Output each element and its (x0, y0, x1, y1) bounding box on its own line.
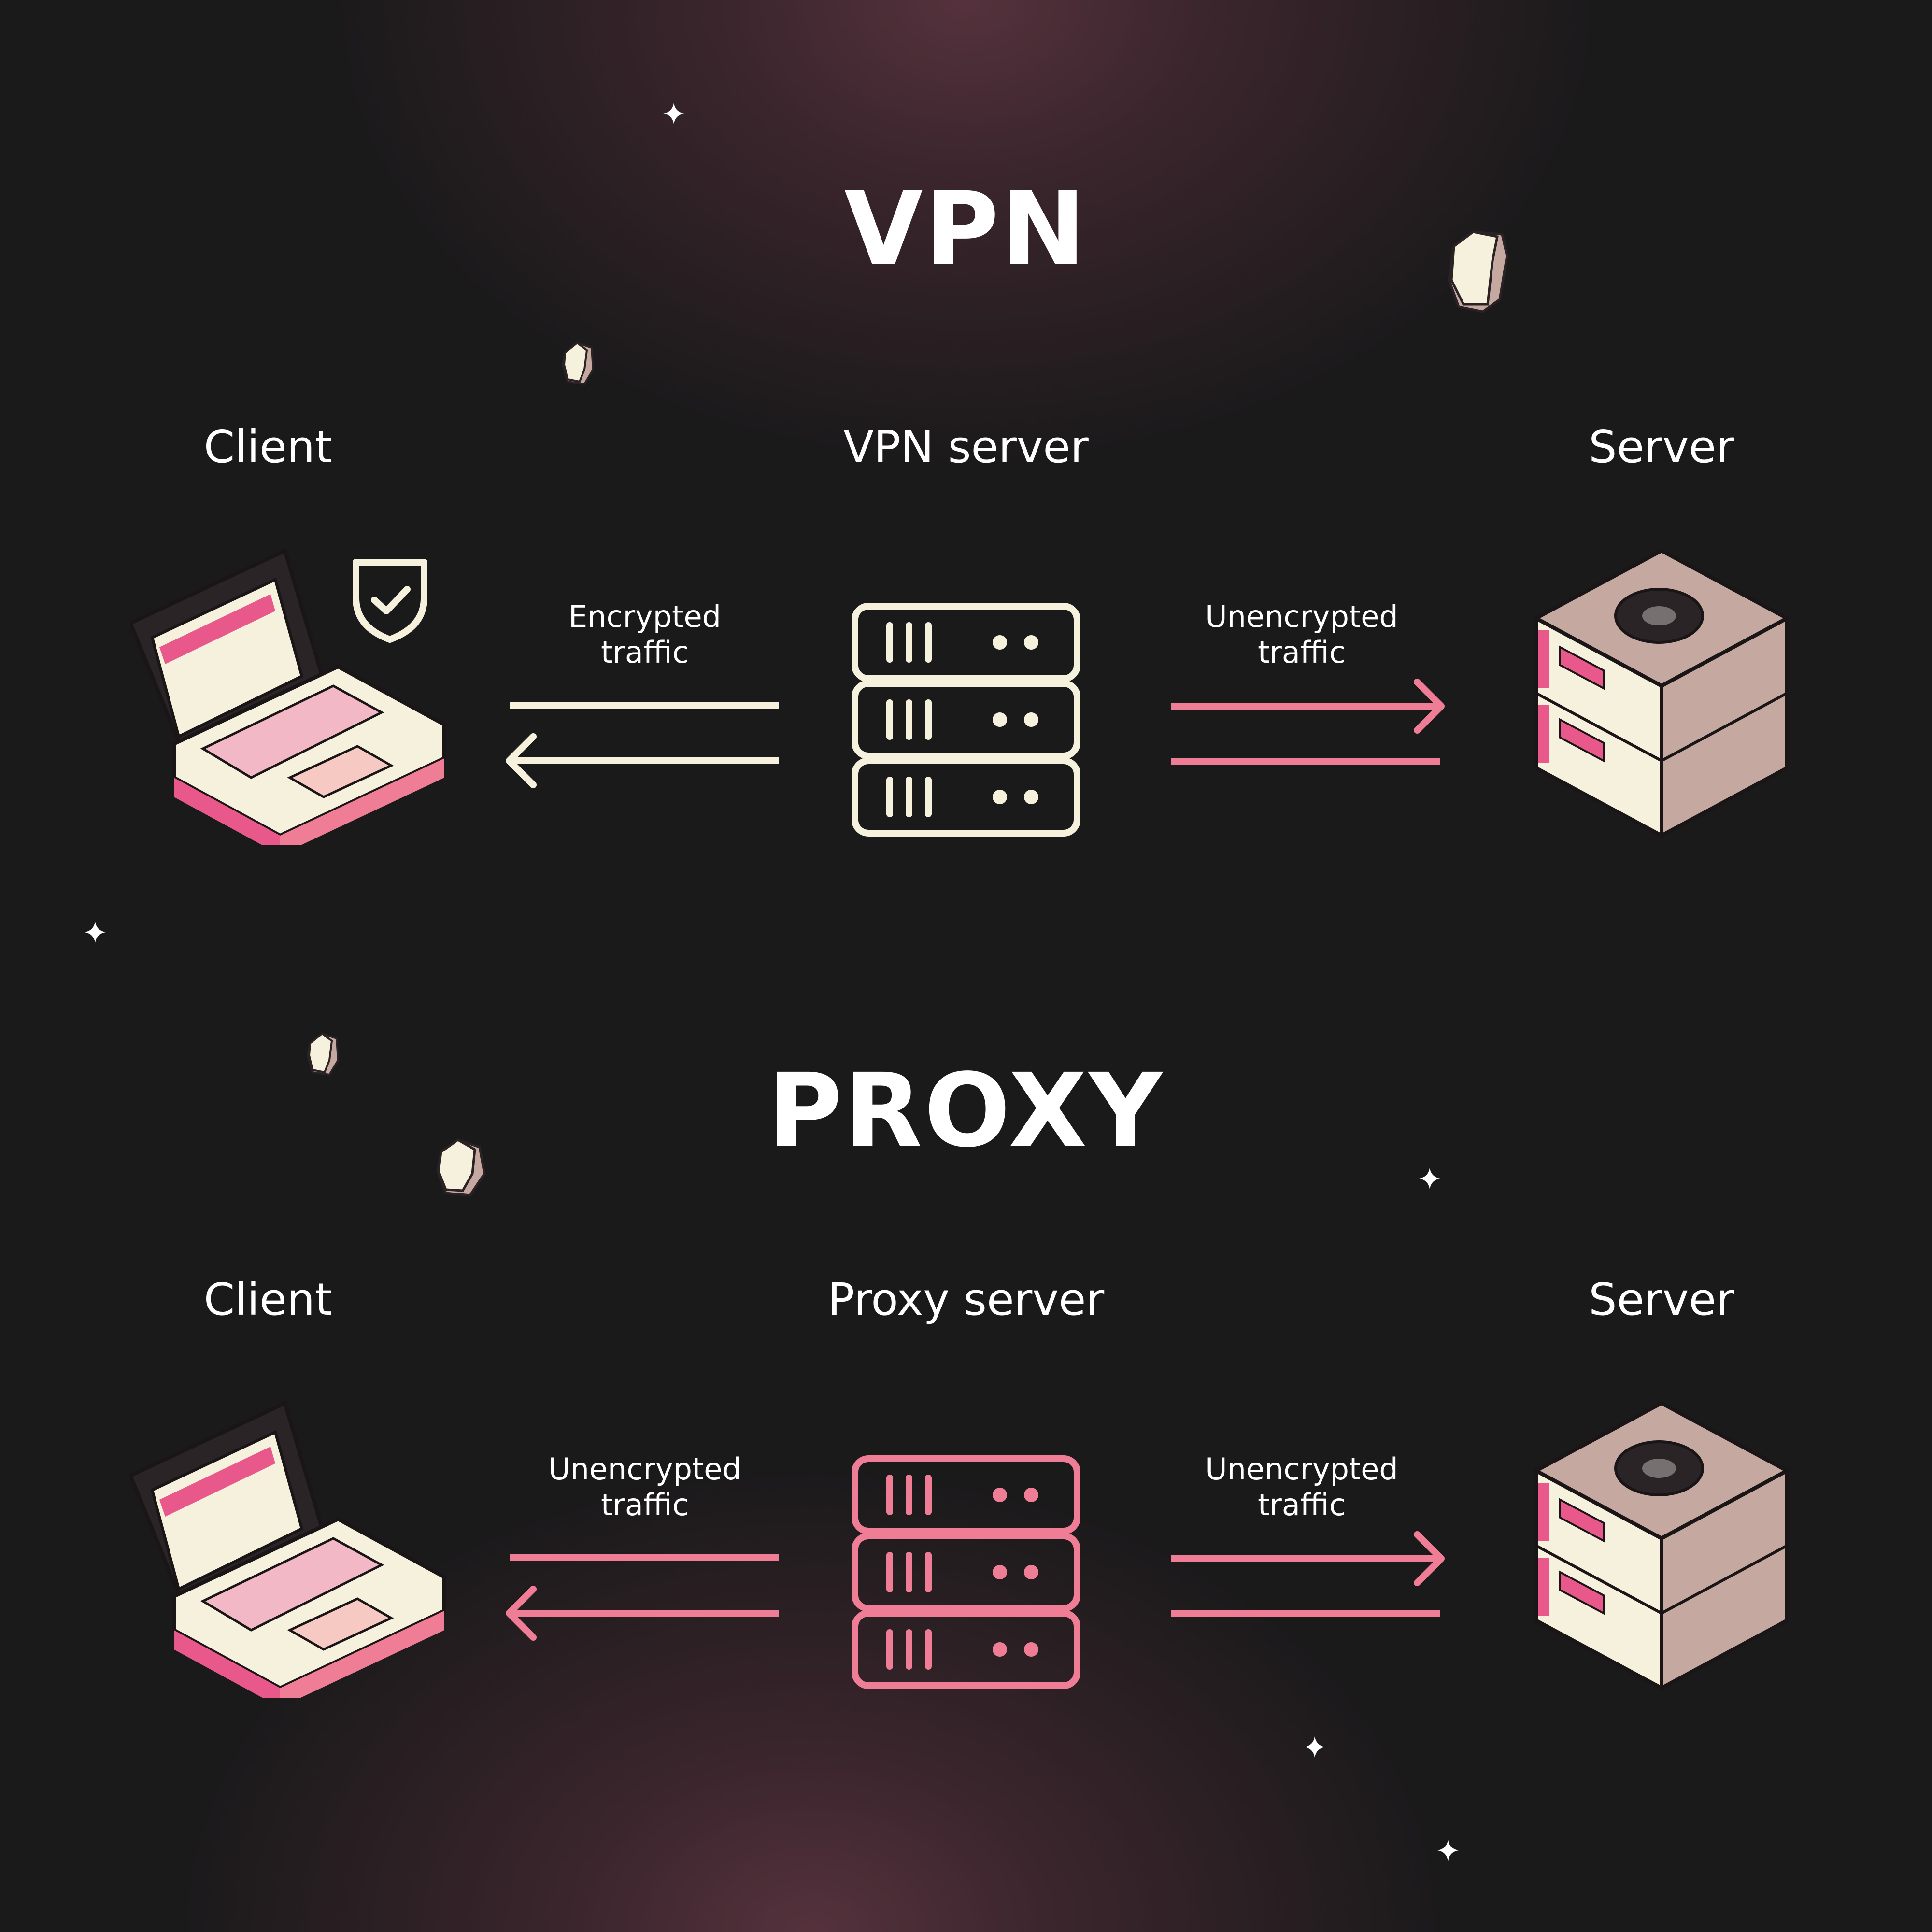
vpn-left-traffic-label: Encrypted traffic (476, 599, 814, 670)
rock-icon (1448, 230, 1508, 313)
vpn-left-arrows (506, 702, 779, 788)
proxy-right-traffic-line1: Unencrypted (1205, 1451, 1398, 1487)
proxy-right-traffic-line2: traffic (1258, 1487, 1346, 1522)
laptop-icon (130, 1400, 446, 1698)
sparkle-icon (1437, 1840, 1459, 1861)
rock-icon (561, 341, 595, 385)
server-box-icon (1532, 548, 1791, 839)
sparkle-icon (663, 103, 684, 124)
sparkle-icon (1304, 1736, 1325, 1758)
rock-icon (306, 1032, 340, 1076)
proxy-right-arrows (1171, 1531, 1445, 1617)
proxy-left-traffic-line1: Unencrypted (548, 1451, 741, 1487)
proxy-left-arrows (506, 1554, 779, 1641)
server-rack-icon (852, 1455, 1080, 1689)
vpn-server-label: Server (1589, 421, 1734, 473)
vpn-right-traffic-line2: traffic (1258, 635, 1346, 670)
vpn-left-traffic-line2: traffic (601, 635, 689, 670)
vpn-right-arrows (1171, 679, 1445, 765)
shield-check-icon (353, 559, 427, 643)
server-rack-icon (852, 603, 1080, 837)
vpn-right-traffic-line1: Unencrypted (1205, 599, 1398, 634)
vpn-left-traffic-line1: Encrypted (568, 599, 721, 634)
vpn-client-label: Client (203, 421, 333, 473)
laptop-icon (130, 548, 446, 845)
rock-icon (436, 1138, 486, 1197)
vpn-right-traffic-label: Unencrypted traffic (1133, 599, 1471, 670)
proxy-middle-label: Proxy server (827, 1274, 1105, 1325)
vpn-title: VPN (844, 170, 1088, 288)
proxy-client-label: Client (203, 1274, 333, 1325)
proxy-left-traffic-line2: traffic (601, 1487, 689, 1522)
server-box-icon (1532, 1401, 1791, 1691)
proxy-right-traffic-label: Unencrypted traffic (1133, 1451, 1471, 1523)
proxy-left-traffic-label: Unencrypted traffic (476, 1451, 814, 1523)
sparkle-icon (85, 922, 106, 943)
sparkle-icon (1419, 1168, 1440, 1189)
vpn-middle-label: VPN server (843, 421, 1089, 473)
proxy-title: PROXY (767, 1051, 1165, 1170)
proxy-server-label: Server (1589, 1274, 1734, 1325)
